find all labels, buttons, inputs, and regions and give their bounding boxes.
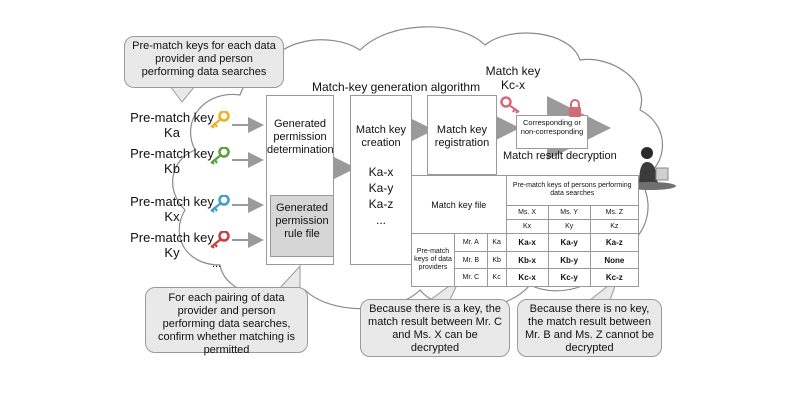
match-key-registration-label: Match key registration [434, 124, 490, 149]
corresponding-box: Corresponding or non-corresponding [516, 115, 588, 149]
provider-name: Mr. C [454, 268, 488, 287]
callout-top: Pre-match keys for each data provider an… [124, 36, 284, 88]
table-cell: Kb-y [547, 250, 591, 270]
table-cell: Kc-y [547, 268, 591, 287]
searchers-header: Pre-match keys of persons performing dat… [505, 175, 640, 206]
created-key-item: Ka-x [368, 165, 394, 179]
table-cell: None [589, 250, 640, 270]
key-icon [500, 96, 520, 114]
match-key-file-title: Match key file [411, 174, 507, 235]
match-key-creation-label: Match key creation [355, 124, 407, 149]
pre-match-key-label: Pre-match key Kx [130, 194, 214, 224]
key-icon [210, 111, 230, 129]
corresponding-label: Corresponding or non-corresponding [520, 118, 584, 136]
callout-bottom-left: For each pairing of data provider and pe… [145, 287, 308, 356]
table-cell: Kc-z [589, 268, 640, 287]
callout-bottom-mid: Because there is a key, the match result… [360, 299, 510, 357]
table-cell: Kb-x [505, 250, 549, 270]
pre-match-key-label: Pre-match key Ka [130, 110, 214, 140]
key-icon [210, 231, 230, 249]
key-icon [210, 195, 230, 213]
table-cell: Ka-z [589, 233, 640, 252]
permission-rule-file: Generated permission rule file [270, 195, 334, 257]
key-icon [210, 147, 230, 165]
provider-key: Kc [486, 268, 507, 287]
lock-icon [569, 99, 581, 117]
created-key-item: ... [375, 213, 386, 227]
algorithm-title: Match-key generation algorithm [312, 80, 481, 94]
searcher-ms-y: Ms. Y [547, 204, 591, 221]
searcher-key-kz: Kz [589, 219, 640, 235]
match-key-kc-label: Match key Kc-x [485, 64, 541, 92]
searcher-key-ky: Ky [547, 219, 591, 235]
permission-determination-label: Generated permission determination [267, 118, 334, 156]
keys-more: ... [212, 258, 222, 270]
pre-match-key-label: Pre-match key Ky [130, 230, 214, 260]
match-key-registration-box: Match key registration [427, 95, 497, 175]
table-cell: Kc-x [505, 268, 549, 287]
searcher-ms-x: Ms. X [505, 204, 549, 221]
table-cell: Ka-y [547, 233, 591, 252]
provider-name: Mr. A [454, 233, 488, 252]
created-key-item: Ka-z [368, 197, 394, 211]
provider-key: Kb [486, 250, 507, 270]
searcher-key-kx: Kx [505, 219, 549, 235]
permission-rule-file-label: Generated permission rule file [275, 202, 329, 240]
callout-bottom-right: Because there is no key, the match resul… [517, 299, 662, 357]
callout-top-tail [169, 85, 197, 103]
provider-name: Mr. B [454, 250, 488, 270]
match-result-decryption-label: Match result decryption [503, 150, 617, 162]
table-cell: Ka-x [505, 233, 549, 252]
created-key-item: Ka-y [368, 181, 394, 195]
provider-key: Ka [486, 233, 507, 252]
match-key-file-table: Match key file Pre-match keys of persons… [411, 174, 640, 287]
searcher-ms-z: Ms. Z [589, 204, 640, 221]
providers-header: Pre-match keys of data providers [411, 233, 455, 287]
pre-match-key-label: Pre-match key Kb [130, 146, 214, 176]
